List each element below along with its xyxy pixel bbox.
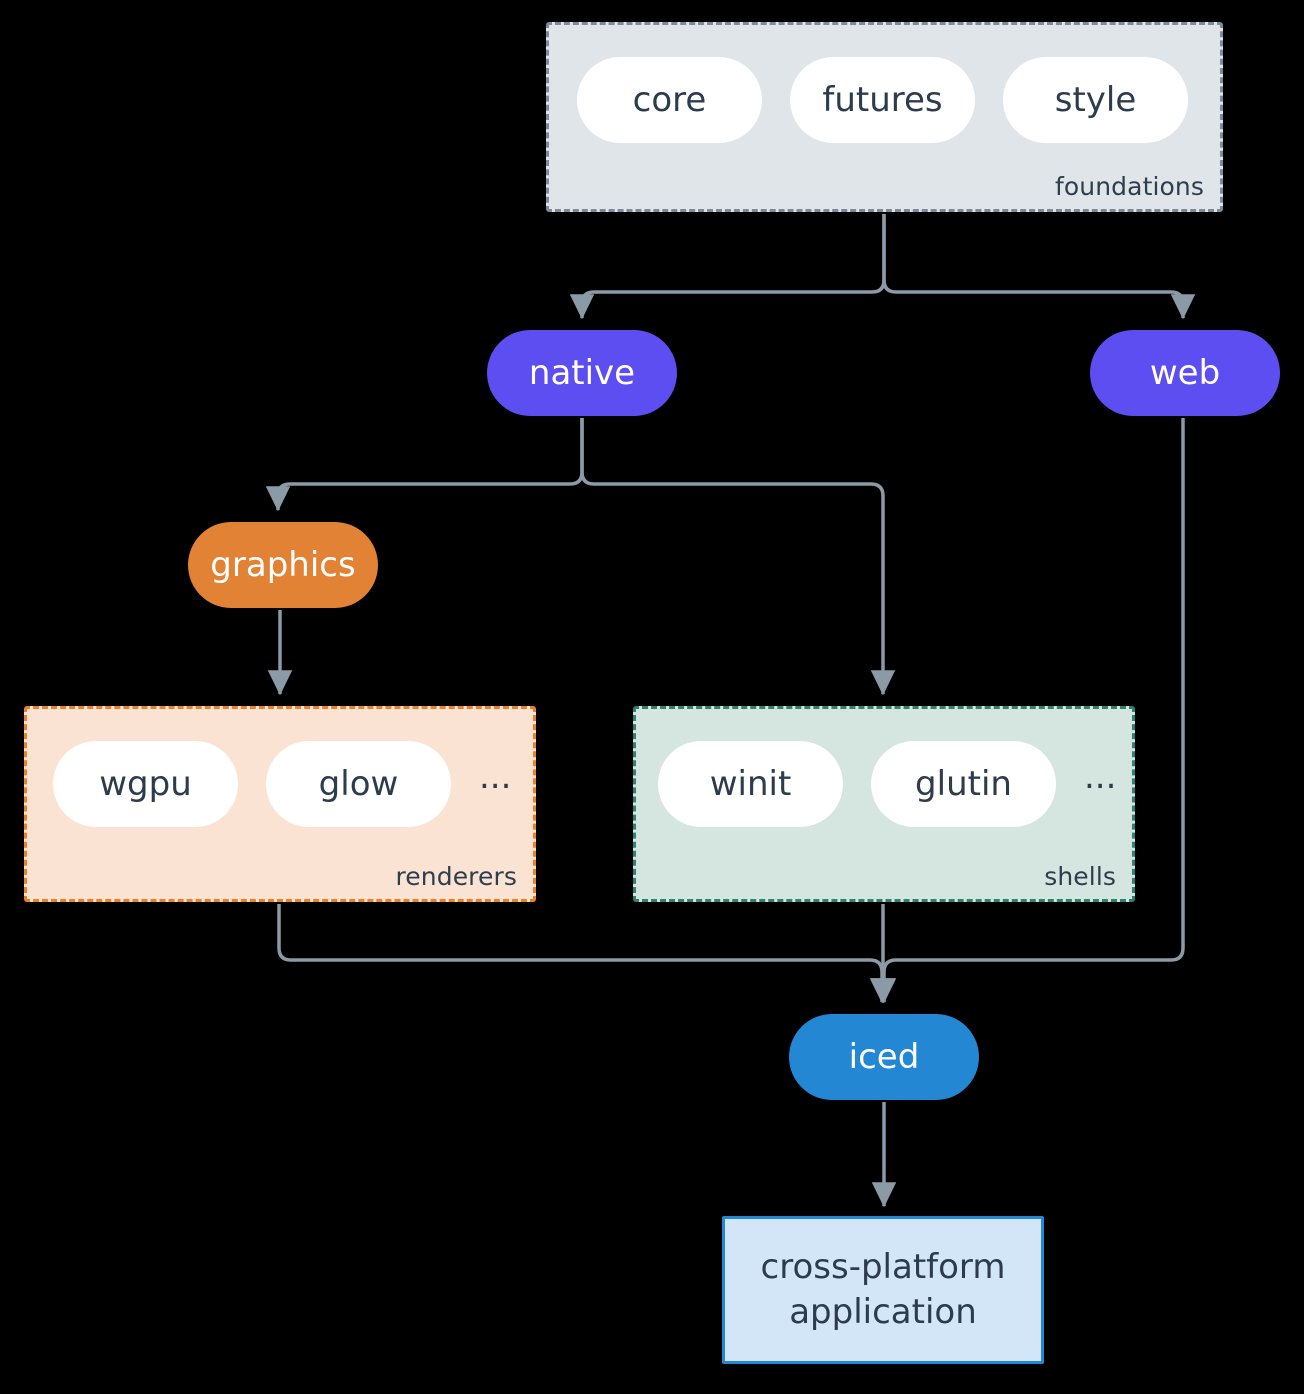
pill-winit[interactable]: winit: [658, 741, 843, 827]
pill-core[interactable]: core: [577, 57, 762, 143]
application-label-line2: application: [789, 1292, 977, 1332]
node-cross-platform-application[interactable]: cross-platform application: [722, 1216, 1044, 1364]
node-web[interactable]: web: [1090, 330, 1280, 416]
group-foundations: core futures style foundations: [546, 22, 1223, 212]
node-graphics-label: graphics: [210, 545, 356, 585]
pill-style[interactable]: style: [1003, 57, 1188, 143]
node-iced[interactable]: iced: [789, 1014, 979, 1100]
shells-more-ellipsis: ...: [1084, 757, 1117, 797]
node-native[interactable]: native: [487, 330, 677, 416]
group-foundations-label: foundations: [1055, 172, 1204, 201]
group-renderers-label: renderers: [395, 862, 517, 891]
node-web-label: web: [1149, 353, 1221, 393]
group-renderers: wgpu glow ... renderers: [24, 706, 536, 902]
edge-renderers-to-iced: [277, 904, 895, 1004]
node-iced-label: iced: [848, 1037, 920, 1077]
edge-foundations-to-native: [569, 214, 886, 320]
pill-glutin[interactable]: glutin: [871, 741, 1056, 827]
pill-wgpu[interactable]: wgpu: [53, 741, 238, 827]
group-shells-items: winit glutin ...: [658, 741, 1126, 827]
pill-glow[interactable]: glow: [266, 741, 451, 827]
group-foundations-items: core futures style: [577, 57, 1216, 143]
edge-native-to-shells: [580, 418, 896, 696]
edge-foundations-to-web: [882, 214, 1196, 320]
edge-native-to-graphics: [265, 418, 584, 512]
group-renderers-items: wgpu glow ...: [53, 741, 521, 827]
node-graphics[interactable]: graphics: [188, 522, 378, 608]
group-shells-label: shells: [1044, 862, 1116, 891]
group-shells: winit glutin ... shells: [633, 706, 1135, 902]
pill-futures[interactable]: futures: [790, 57, 975, 143]
renderers-more-ellipsis: ...: [479, 757, 512, 797]
application-label-line1: cross-platform: [760, 1247, 1006, 1288]
node-native-label: native: [528, 353, 636, 393]
